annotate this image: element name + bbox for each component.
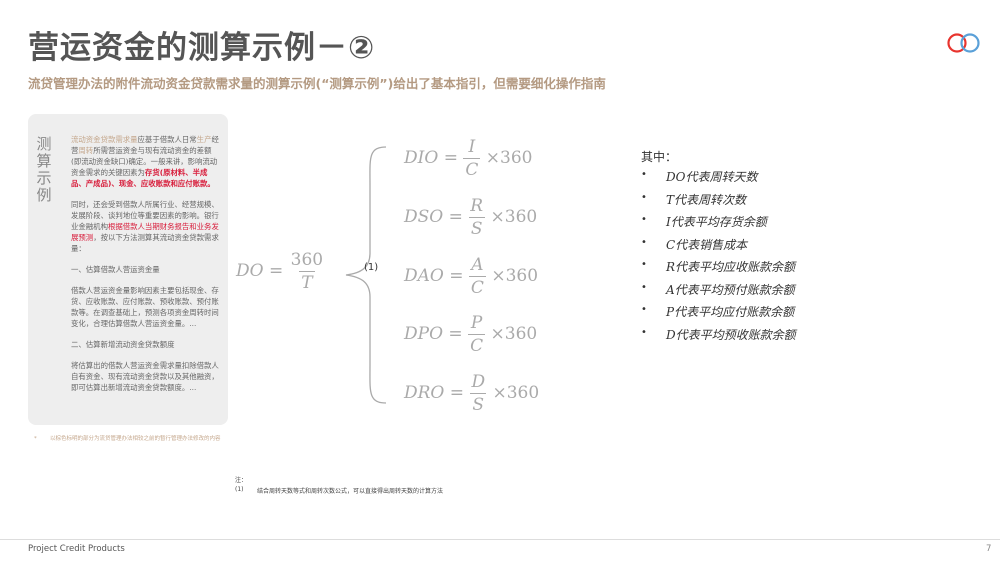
formula-equals: = bbox=[449, 383, 465, 403]
formula-lhs-fraction: 360 T bbox=[289, 250, 325, 293]
formula-equals: = bbox=[268, 261, 284, 281]
legend-item-text: A代表平均预付账款余额 bbox=[666, 282, 795, 297]
bullet-icon: • bbox=[641, 214, 647, 225]
company-logo bbox=[947, 33, 980, 53]
sidebar-text: 存货(原材料、半成品、产成品)、现金、应收账款和应付账款。 bbox=[71, 168, 215, 188]
bullet-icon: • bbox=[641, 326, 647, 338]
page-number: 7 bbox=[986, 544, 992, 554]
fraction-denominator: S bbox=[470, 393, 487, 415]
sidebar-text: 生产 bbox=[196, 135, 212, 144]
formula-lhs-var: DO bbox=[236, 261, 264, 281]
sidebar-content: 流动资金贷款需求量应基于借款人日常生产经营周转所需营运资金与现有流动资金的差额(… bbox=[71, 134, 221, 403]
legend-item-text: DO代表周转天数 bbox=[666, 170, 758, 184]
sidebar-text: 经营 bbox=[71, 135, 219, 155]
sidebar-heading-1: 一、估算借款人营运资金量 bbox=[71, 265, 160, 274]
fraction-numerator: D bbox=[471, 372, 486, 392]
sidebar-paragraph-4: 将估算出的借款人营运资金需求量扣除借款人自有资金、现有流动资金贷款以及其他融资，… bbox=[71, 361, 219, 392]
formula-const: 360 bbox=[505, 266, 539, 286]
formula-equals: = bbox=[449, 266, 464, 286]
formula-times: × bbox=[485, 148, 501, 168]
sidebar-paragraph-3: 借款人营运资金量影响因素主要包括现金、存货、应收账款、应付账款、预收账款、预付账… bbox=[71, 286, 219, 328]
sidebar-heading-2: 二、估算新增流动资金贷款额度 bbox=[71, 340, 175, 349]
footer-divider bbox=[0, 539, 1000, 540]
sidebar-text: 周转 bbox=[78, 146, 94, 155]
formula-var: DIO bbox=[404, 148, 439, 168]
formula-times: × bbox=[492, 383, 507, 403]
fraction-denominator: C bbox=[463, 158, 481, 180]
fraction-numerator: A bbox=[471, 255, 484, 275]
legend-item-text: R代表平均应收账款余额 bbox=[666, 260, 796, 274]
formula-equals: = bbox=[448, 324, 463, 344]
formula-lhs: DO = 360 T bbox=[236, 250, 325, 293]
note-number: (1) bbox=[235, 486, 244, 493]
fraction-numerator: 360 bbox=[290, 250, 324, 270]
formula-const: 360 bbox=[504, 207, 538, 227]
formula-const: 360 bbox=[506, 383, 540, 403]
bullet-icon: • bbox=[641, 191, 647, 203]
formula-equals: = bbox=[448, 207, 463, 227]
note-text: 结合周转天数等式和周转次数公式，可以直接得出周转天数的计算方法 bbox=[257, 488, 444, 495]
sidebar-text: 根据借款人当期财务报告和业务发展预测 bbox=[71, 222, 219, 242]
formula-equals: = bbox=[443, 148, 458, 168]
footnote-mark: * bbox=[34, 436, 37, 442]
sidebar-paragraph-2: 同时，还会受到借款人所属行业、经营规模、发展阶段、谈判地位等重要因素的影响。银行… bbox=[71, 199, 221, 254]
formula-var: DAO bbox=[404, 266, 444, 286]
legend-item-text: I代表平均存货余额 bbox=[666, 215, 767, 229]
legend-item-text: C代表销售成本 bbox=[666, 237, 748, 252]
sidebar-paragraph-1: 流动资金贷款需求量应基于借款人日常生产经营周转所需营运资金与现有流动资金的差额(… bbox=[71, 134, 221, 189]
fraction-denominator: T bbox=[299, 271, 315, 293]
legend-item-text: T代表周转次数 bbox=[666, 192, 747, 207]
sidebar-text: 应基于借款人日常 bbox=[137, 135, 197, 144]
formula-times: × bbox=[491, 266, 506, 286]
fraction-numerator: I bbox=[468, 137, 476, 157]
fraction-denominator: C bbox=[468, 276, 486, 298]
bullet-icon: • bbox=[641, 304, 647, 315]
legend-item-text: P代表平均应付账款余额 bbox=[666, 305, 795, 319]
formula-times: × bbox=[490, 324, 505, 344]
sidebar-text: ，按以下方法测算其流动资金贷款需求量： bbox=[71, 233, 219, 253]
sidebar-text: 所需营运资金与现有流动资金的差额(即流动资金缺口)确定。一般来讲，影响流动资金需… bbox=[71, 146, 218, 177]
formula-tag: (1) bbox=[364, 262, 379, 273]
sidebar-vertical-title: 测算示例 bbox=[36, 135, 52, 204]
legend-heading: 其中： bbox=[641, 150, 678, 164]
formula-times: × bbox=[490, 207, 505, 227]
page-subtitle: 流贷管理办法的附件流动资金贷款需求量的测算示例(“测算示例”)给出了基本指引，但… bbox=[28, 76, 606, 91]
footer-project-name: Project Credit Products bbox=[28, 544, 125, 554]
sidebar-text: 同时，还会受到借款人所属行业、经营规模、发展阶段、谈判地位等重要因素的影响。银行… bbox=[71, 200, 219, 231]
formula-var: DRO bbox=[404, 383, 445, 403]
bullet-icon: • bbox=[641, 259, 647, 270]
fraction-denominator: S bbox=[468, 217, 485, 239]
curly-brace bbox=[345, 146, 387, 404]
bullet-icon: • bbox=[641, 236, 647, 248]
formula-const: 360 bbox=[500, 148, 533, 168]
fraction-numerator: R bbox=[470, 196, 484, 216]
fraction-denominator: C bbox=[468, 334, 486, 356]
formula-var: DSO bbox=[404, 207, 444, 227]
sidebar-text: 流动资金贷款需求量 bbox=[71, 135, 138, 144]
note-label: 注： bbox=[235, 477, 248, 484]
legend-item-text: D代表平均预收账款余额 bbox=[666, 327, 796, 342]
fraction-numerator: P bbox=[470, 313, 483, 333]
footnote-text: 以棕色标明的部分为流贷管理办法相较之前的暂行管理办法修改的内容 bbox=[50, 436, 221, 442]
formula-const: 360 bbox=[504, 324, 538, 344]
page-title: 营运资金的测算示例－② bbox=[28, 30, 376, 66]
bullet-icon: • bbox=[641, 169, 647, 180]
bullet-icon: • bbox=[641, 281, 647, 293]
example-sidebar bbox=[28, 114, 228, 425]
formula-var: DPO bbox=[404, 324, 444, 344]
